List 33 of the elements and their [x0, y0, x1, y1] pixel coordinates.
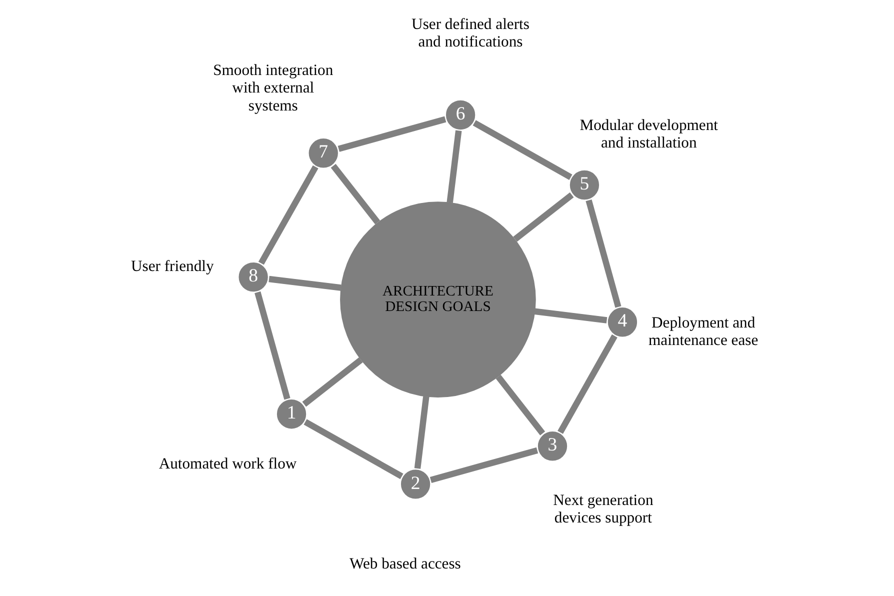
node-label: User defined alerts and notifications [411, 16, 529, 51]
node-label: Deployment and maintenance ease [648, 314, 758, 349]
connector [337, 116, 446, 152]
connector [585, 199, 621, 308]
connector [557, 334, 617, 434]
connector [258, 165, 318, 265]
connector [534, 308, 607, 324]
node-label: Web based access [348, 556, 460, 573]
connector [472, 120, 572, 180]
connector [303, 419, 403, 480]
connector [495, 374, 545, 436]
node-label: Next generation devices support [552, 492, 653, 526]
node-circle: 1 [274, 397, 308, 431]
node-circle: 5 [567, 168, 601, 202]
connector [429, 447, 538, 483]
connector [414, 396, 429, 469]
connector [302, 357, 362, 407]
node-label: Modular development and installation [579, 116, 718, 152]
connector [446, 130, 462, 204]
connector [512, 192, 574, 242]
node-label: Smooth integration with external systems [212, 62, 333, 114]
node-circle: 6 [443, 98, 477, 132]
node-circle: 2 [398, 468, 432, 501]
node-circle: ARCHITECTURE DESIGN GOALS [340, 202, 536, 398]
node-label: User friendly [130, 258, 214, 276]
node-circle: 4 [605, 305, 639, 339]
connector [330, 164, 380, 224]
node-circle: 3 [535, 429, 569, 463]
node-label: Automated work flow [158, 456, 296, 473]
node-circle: 7 [306, 136, 340, 170]
connector [268, 276, 341, 291]
connector [254, 291, 290, 400]
node-circle: 8 [236, 260, 270, 294]
